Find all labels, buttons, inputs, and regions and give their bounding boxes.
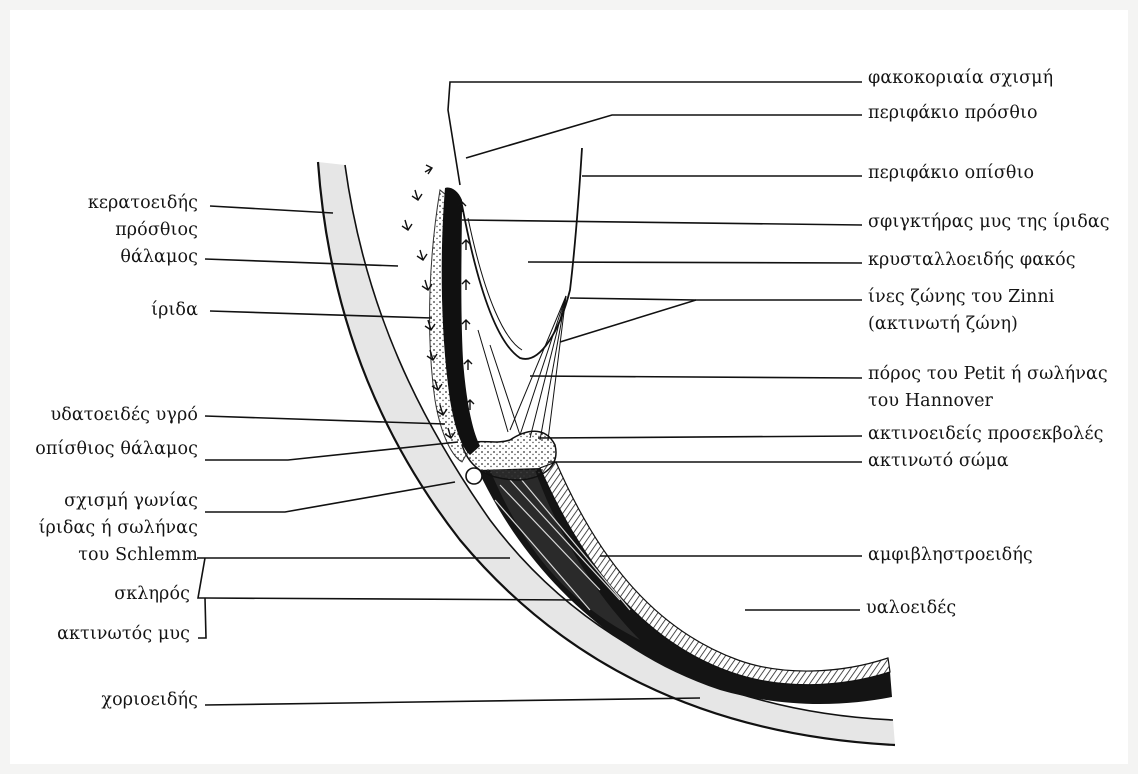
label-posterior-capsule: περιφάκιο οπίσθιο <box>868 163 1034 183</box>
label-angle-line3: του Schlemm <box>10 545 198 565</box>
label-vitreous: υαλοειδές <box>866 598 956 618</box>
label-anterior-chamber-line2: θάλαμος <box>40 247 198 267</box>
label-sclera: σκληρός <box>10 584 190 604</box>
label-sphincter: σφιγκτήρας μυς της ίριδας <box>868 212 1110 232</box>
zonule-fibers <box>478 296 566 440</box>
lens-capsule <box>462 148 582 359</box>
label-angle-line2: ίριδας ή σωλήνας <box>10 518 198 538</box>
label-choroid: χοριοειδής <box>10 690 198 710</box>
label-angle-line1: σχισμή γωνίας <box>10 491 198 511</box>
label-iris: ίριδα <box>40 300 198 320</box>
label-petit-line2: του Hannover <box>868 391 993 411</box>
label-ciliary-body: ακτινωτό σώμα <box>868 451 1009 471</box>
lens-capsule-inner <box>468 218 522 350</box>
label-ciliary-processes: ακτινοειδείς προσεκβολές <box>868 424 1104 444</box>
label-lens: κρυσταλλοειδής φακός <box>868 250 1076 270</box>
label-petit-line1: πόρος του Petit ή σωλήνας <box>868 364 1108 384</box>
label-ciliary-muscle: ακτινωτός μυς <box>10 624 190 644</box>
cornea-sclera-band <box>318 162 895 745</box>
label-anterior-chamber-line1: πρόσθιος <box>40 220 198 240</box>
label-posterior-chamber: οπίσθιος θάλαμος <box>10 439 198 459</box>
label-zonule-line2: (ακτινωτή ζώνη) <box>868 314 1018 334</box>
label-aqueous: υδατοειδές υγρό <box>10 405 198 425</box>
leader-lines-right <box>448 82 862 610</box>
label-retina: αμφιβληστροειδής <box>868 545 1033 565</box>
label-anterior-capsule: περιφάκιο πρόσθιο <box>868 103 1038 123</box>
label-lens-iris-gap: φακοκοριαία σχισμή <box>868 68 1053 88</box>
label-cornea: κερατοειδής <box>40 193 198 213</box>
label-zonule-line1: ίνες ζώνης του Zinni <box>868 287 1055 307</box>
schlemm-canal <box>466 468 482 484</box>
